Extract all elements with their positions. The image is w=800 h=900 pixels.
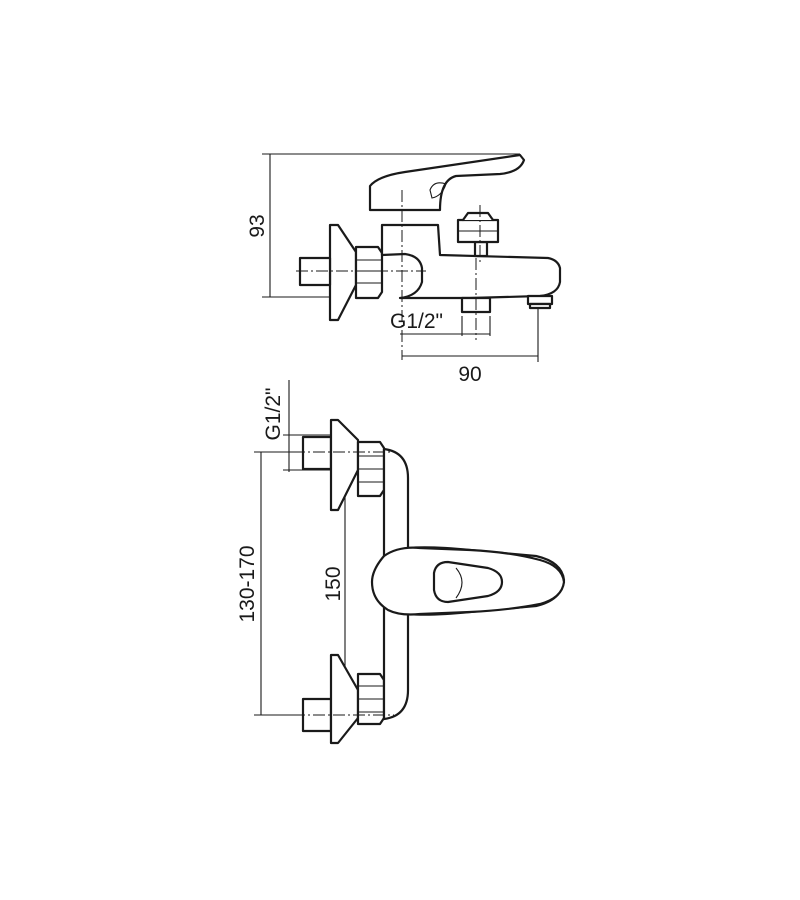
dim-center-range: 130-170: [236, 451, 330, 716]
top-lower-connection: [301, 653, 386, 745]
dim-thread-side: G1/2": [390, 310, 491, 336]
side-hex-nut: [354, 245, 384, 300]
side-view: 93: [246, 153, 562, 386]
dim-thread-top: G1/2": [262, 380, 330, 472]
side-diverter-knob: [456, 205, 500, 262]
side-lever-handle: [368, 153, 526, 212]
dim-label-thread-top: G1/2": [262, 388, 285, 441]
dim-label-130-170: 130-170: [236, 545, 259, 622]
top-upper-connection: [301, 418, 386, 512]
top-lever-cutout: [432, 560, 504, 604]
dim-label-90: 90: [458, 363, 481, 386]
dim-height-93: 93: [246, 153, 520, 298]
dim-label-93: 93: [246, 214, 269, 237]
dim-label-thread-side: G1/2": [390, 310, 443, 333]
side-wall-flange: [328, 223, 358, 322]
dim-reach-90: 90: [402, 308, 539, 386]
top-view: G1/2" 130-170 150: [236, 380, 566, 745]
dim-label-150: 150: [322, 566, 345, 601]
side-spout-outlet: [526, 294, 554, 306]
side-thread-connector: [460, 258, 492, 340]
